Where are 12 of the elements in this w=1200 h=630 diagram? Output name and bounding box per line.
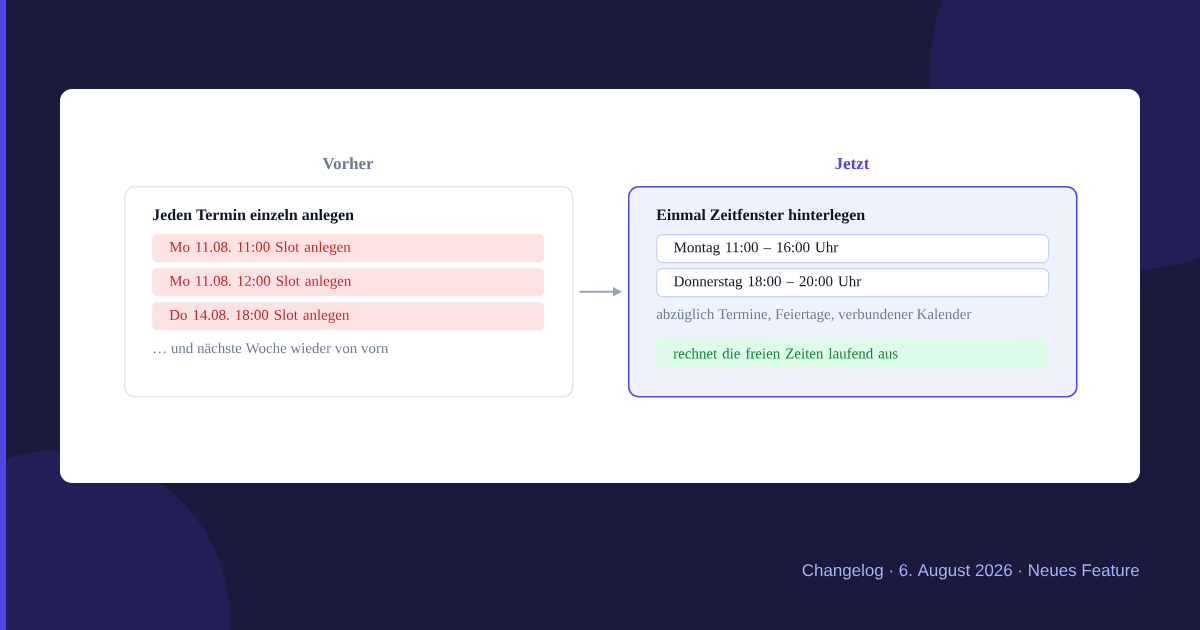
window-row: Montag 11:00 – 16:00 Uhr <box>656 234 1050 264</box>
slot-row: Do 14.08. 18:00 Slot anlegen <box>152 302 545 331</box>
note-text: abzüglich Termine, Feiertage, verbundener Kalender <box>656 308 972 323</box>
footer-text: Changelog · 6. August 2026 · Neues Feature <box>802 563 1139 580</box>
window-row: Donnerstag 18:00 – 20:00 Uhr <box>656 268 1050 298</box>
column-heading: Vorher <box>322 157 374 170</box>
slot-row: Mo 11.08. 12:00 Slot anlegen <box>152 268 545 297</box>
slot-row: Mo 11.08. 11:00 Slot anlegen <box>152 234 545 263</box>
panel-heading: Einmal Zeitfenster hinterlegen <box>656 208 865 224</box>
panel-heading: Jeden Termin einzeln anlegen <box>152 208 354 224</box>
column-heading: Jetzt <box>835 157 870 170</box>
result-row: rechnet die freien Zeiten laufend aus <box>656 338 1049 369</box>
